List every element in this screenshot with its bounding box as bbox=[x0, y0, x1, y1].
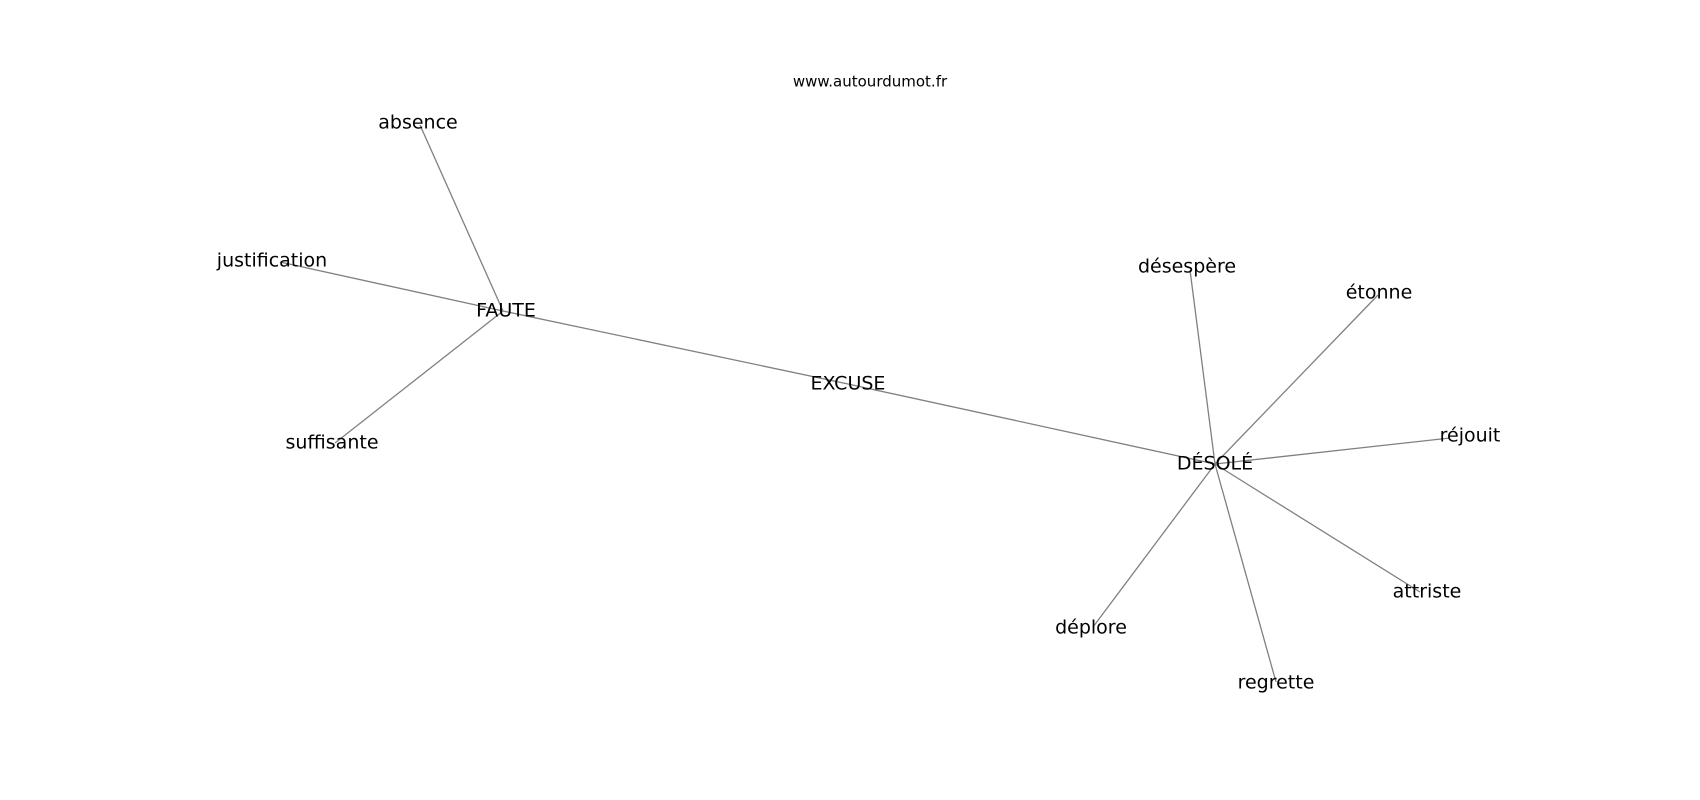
node-justification: justification bbox=[216, 250, 327, 272]
edge-desole-rejouit bbox=[1214, 437, 1451, 465]
edge-desole-etonne bbox=[1214, 294, 1379, 465]
node-etonne: étonne bbox=[1346, 282, 1413, 304]
node-regrette: regrette bbox=[1238, 672, 1315, 694]
node-suffisante: suffisante bbox=[285, 432, 378, 454]
node-rejouit: réjouit bbox=[1440, 425, 1501, 447]
edge-faute-suffisante bbox=[334, 310, 504, 444]
node-faute: FAUTE bbox=[476, 300, 536, 322]
node-desole: DÉSOLÉ bbox=[1177, 452, 1253, 475]
node-desespere: désespère bbox=[1138, 256, 1236, 278]
node-deplore: déplore bbox=[1055, 617, 1127, 639]
node-attriste: attriste bbox=[1393, 581, 1462, 603]
edge-desole-desespere bbox=[1189, 269, 1216, 465]
edges-layer bbox=[279, 124, 1451, 683]
edge-faute-absence bbox=[419, 124, 504, 312]
edge-excuse-desole bbox=[847, 383, 1216, 465]
edge-faute-justification bbox=[279, 261, 504, 312]
edge-desole-deplore bbox=[1092, 463, 1216, 628]
node-excuse: EXCUSE bbox=[811, 373, 886, 395]
edge-faute-excuse bbox=[502, 310, 849, 385]
site-credit: www.autourdumot.fr bbox=[793, 73, 948, 91]
nodes-layer: FAUTE EXCUSE DÉSOLÉ absence justification suf… bbox=[216, 112, 1501, 694]
edge-desole-attriste bbox=[1214, 463, 1421, 593]
edge-desole-regrette bbox=[1214, 463, 1277, 683]
node-absence: absence bbox=[378, 112, 457, 134]
